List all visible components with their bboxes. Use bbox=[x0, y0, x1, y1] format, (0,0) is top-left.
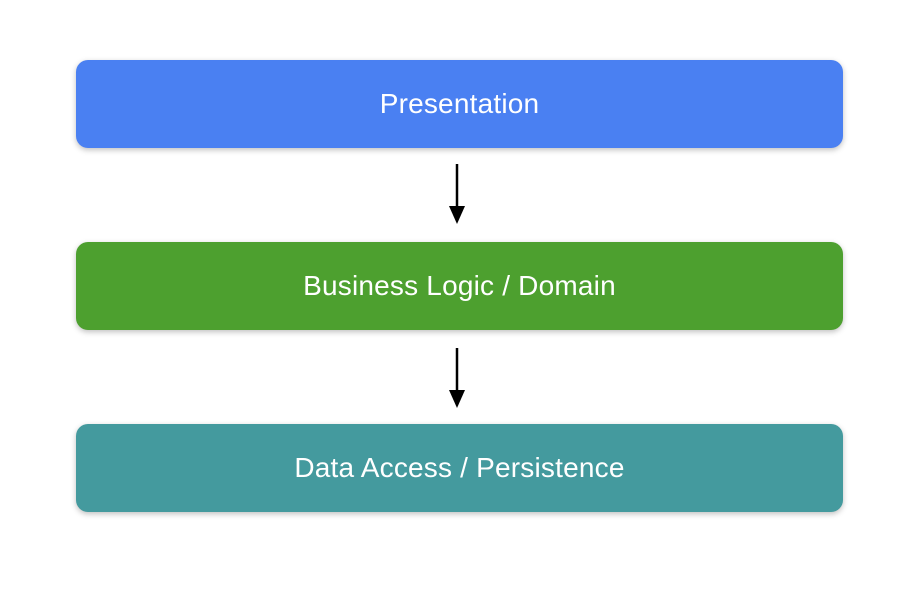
layer-box-data-access: Data Access / Persistence bbox=[76, 424, 843, 512]
down-arrow-icon bbox=[449, 164, 465, 224]
layer-label-business-logic: Business Logic / Domain bbox=[303, 270, 616, 301]
layer-box-presentation: Presentation bbox=[76, 60, 843, 148]
layer-label-presentation: Presentation bbox=[379, 88, 540, 119]
down-arrow-icon bbox=[449, 348, 465, 408]
layer-box-business-logic: Business Logic / Domain bbox=[76, 242, 843, 330]
layer-label-data-access: Data Access / Persistence bbox=[294, 452, 625, 483]
